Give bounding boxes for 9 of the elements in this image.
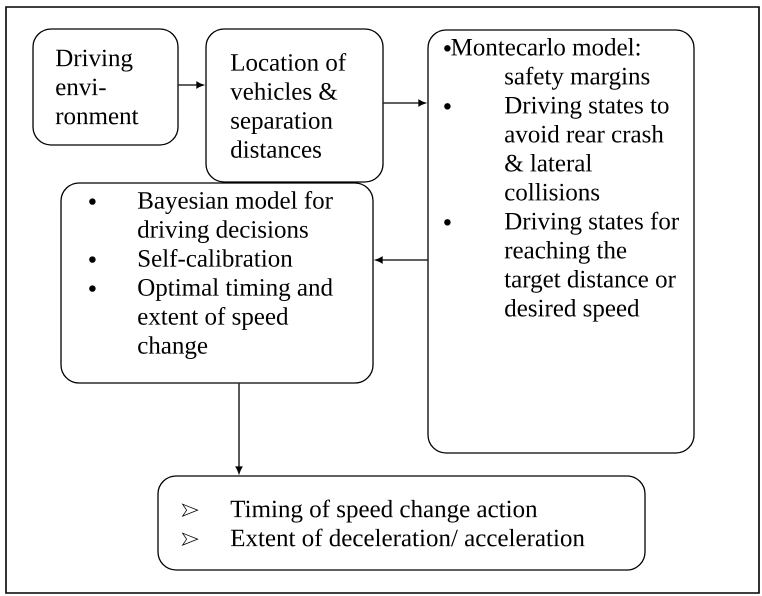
- process-box: Timing of speed change action Extent of deceleration/ acceleration: [157, 475, 646, 571]
- arrow: [236, 384, 242, 474]
- process-box: Driving envi- ronment: [32, 28, 179, 146]
- process-box: Location of vehicles & separation distances: [205, 28, 384, 183]
- process-box: Montecarlo model: safety margins Driving states to avoid rear crash & lateral collisions Driving states for reaching the target distance or desired speed: [427, 29, 695, 454]
- arrow: [384, 100, 426, 106]
- arrow: [375, 256, 428, 264]
- arrow: [178, 82, 204, 88]
- process-box: Bayesian model for driving decisions Self-calibration Optimal timing and extent of speed change: [60, 182, 374, 384]
